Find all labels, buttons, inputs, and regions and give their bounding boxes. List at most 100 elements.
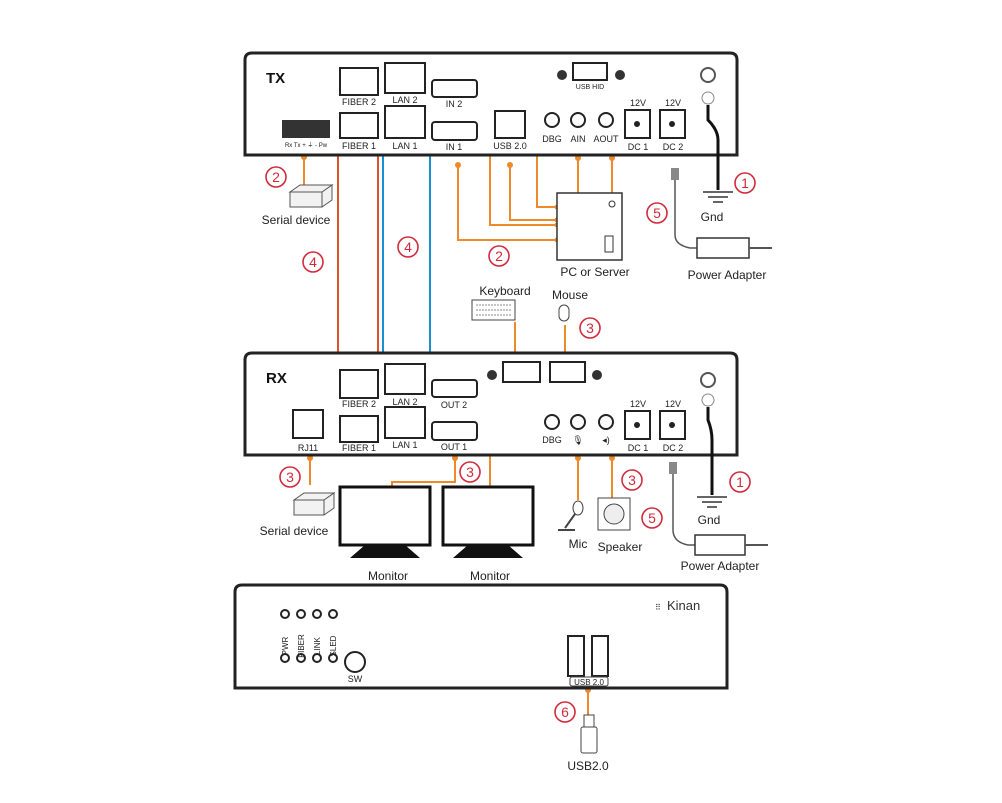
tx-fiber2-label: FIBER 2: [342, 97, 376, 107]
usb-stick: [580, 714, 598, 754]
step-marker-serial_rx: 3: [279, 466, 301, 488]
tx-fiber1-label: FIBER 1: [342, 141, 376, 151]
svg-text:4: 4: [404, 239, 412, 255]
tx-lan2-label: LAN 2: [392, 95, 417, 105]
led-pwr: [280, 653, 290, 663]
rx-fiber1-port[interactable]: [339, 415, 379, 443]
tx-aout-jack[interactable]: [598, 112, 614, 128]
sw-label: SW: [348, 674, 363, 684]
led-label: LINK: [313, 636, 322, 654]
sw-button[interactable]: [344, 651, 366, 673]
mouse-icon: [558, 304, 570, 322]
speaker-box-icon: [597, 497, 631, 531]
rx-out1-port[interactable]: [431, 421, 478, 441]
led-fiber: [296, 653, 306, 663]
knob-icon: [615, 70, 625, 80]
knob-icon: [592, 370, 602, 380]
tx-in1-label: IN 1: [446, 142, 463, 152]
dc-plug-icon: [671, 168, 679, 180]
usb-stick-label: USB2.0: [567, 759, 609, 773]
ground-icon: [703, 191, 733, 203]
tx-dbg-label: DBG: [542, 134, 562, 144]
step-marker-video: 3: [459, 461, 481, 483]
rx-rj11-port[interactable]: [292, 409, 324, 439]
tx-in2-label: IN 2: [446, 99, 463, 109]
svg-text:1: 1: [736, 474, 744, 490]
tx-usb-port[interactable]: [494, 110, 526, 139]
tx-serial-device-label: Serial device: [262, 213, 331, 227]
tx-lan2-port[interactable]: [384, 62, 426, 94]
rx-out2-port[interactable]: [431, 379, 478, 398]
step-marker-gnd_tx: 1: [734, 172, 756, 194]
front-usb-port-1[interactable]: [567, 635, 585, 677]
rx-usb-keyboard-port[interactable]: [502, 361, 541, 383]
svg-text:1: 1: [741, 175, 749, 191]
rx-title: RX: [266, 370, 287, 387]
svg-text:3: 3: [286, 469, 294, 485]
tx-fiber2-port[interactable]: [339, 67, 379, 96]
out1-cable: [391, 458, 456, 487]
svg-text:4: 4: [309, 254, 317, 270]
led-sled: [328, 653, 338, 663]
rx-power-adapter: [694, 534, 746, 556]
knob-icon: [487, 370, 497, 380]
speaker-label: Speaker: [598, 540, 643, 554]
rx-devices: Gnd Power Adapter Serial device Monitor …: [260, 407, 768, 583]
tx-dbg-jack[interactable]: [544, 112, 560, 128]
front-usb-label: USB 2.0: [574, 678, 604, 687]
tx-in1-port[interactable]: [431, 121, 478, 141]
mic-label: Mic: [569, 537, 588, 551]
tx-devices: Gnd Power Adapter Serial device PC or Se…: [262, 105, 772, 322]
rx-fiber2-port[interactable]: [339, 369, 379, 399]
step-marker-gnd_rx: 1: [729, 471, 751, 493]
tx-lan1-port[interactable]: [384, 105, 426, 139]
tx-usb-label: USB 2.0: [493, 141, 527, 151]
ground-icon: [697, 496, 727, 508]
led-label: FIBER: [297, 634, 306, 658]
rx-dbg-jack[interactable]: [544, 414, 560, 430]
step-marker-usb: 6: [554, 701, 576, 723]
monitor-1-label: Monitor: [368, 569, 408, 583]
earth-symbol-icon: [701, 393, 715, 407]
rx-lan2-port[interactable]: [384, 363, 426, 395]
rx-dc1-label: DC 1: [628, 443, 649, 453]
step-marker-serial_tx: 2: [265, 166, 287, 188]
tx-usb-hid-label: USB HID: [576, 84, 604, 91]
tx-power-adapter-label: Power Adapter: [688, 268, 767, 282]
led-label: SLED: [329, 635, 338, 656]
rx-rear-panel: RX FIBER 2 FIBER 1 RJ11 LAN 2 LAN 1 OUT …: [243, 351, 739, 457]
rx-lan1-port[interactable]: [384, 406, 426, 439]
rx-dc1-voltage: 12V: [630, 399, 646, 409]
tx-in2-port[interactable]: [431, 79, 478, 98]
tx-fiber1-port[interactable]: [339, 112, 379, 139]
step-marker-lan: 4: [397, 236, 419, 258]
ground-screw-icon: [700, 67, 716, 83]
tx-ain-jack[interactable]: [570, 112, 586, 128]
rx-dc2-voltage: 12V: [665, 399, 681, 409]
speaker-icon: ◂): [602, 435, 610, 445]
tx-title: TX: [266, 70, 285, 87]
rx-usb-mouse-port[interactable]: [549, 361, 586, 383]
rx-dc2-label: DC 2: [663, 443, 684, 453]
tx-terminal-label: Rx Tx + ⏚ - Pw: [285, 142, 328, 149]
in1-cable: [457, 165, 557, 241]
tx-usb-hid-port[interactable]: [572, 62, 608, 81]
keyboard-label: Keyboard: [479, 284, 530, 298]
front-usb-port-2[interactable]: [591, 635, 609, 677]
pc-server-label: PC or Server: [560, 265, 629, 279]
led-pwr: [280, 609, 290, 619]
rx-speaker-jack[interactable]: [598, 414, 614, 430]
led-fiber: [296, 609, 306, 619]
audio-cables-rx: [577, 458, 613, 500]
svg-text:5: 5: [648, 510, 656, 526]
svg-text:2: 2: [495, 248, 503, 264]
svg-text:5: 5: [653, 205, 661, 221]
microphone-icon: [558, 500, 584, 531]
tx-terminal-block[interactable]: [282, 120, 330, 138]
led-sled: [328, 609, 338, 619]
rx-mic-jack[interactable]: [570, 414, 586, 430]
rx-dbg-label: DBG: [542, 435, 562, 445]
rx-lan2-label: LAN 2: [392, 397, 417, 407]
rx-lan1-label: LAN 1: [392, 440, 417, 450]
tx-dc1-voltage: 12V: [630, 98, 646, 108]
